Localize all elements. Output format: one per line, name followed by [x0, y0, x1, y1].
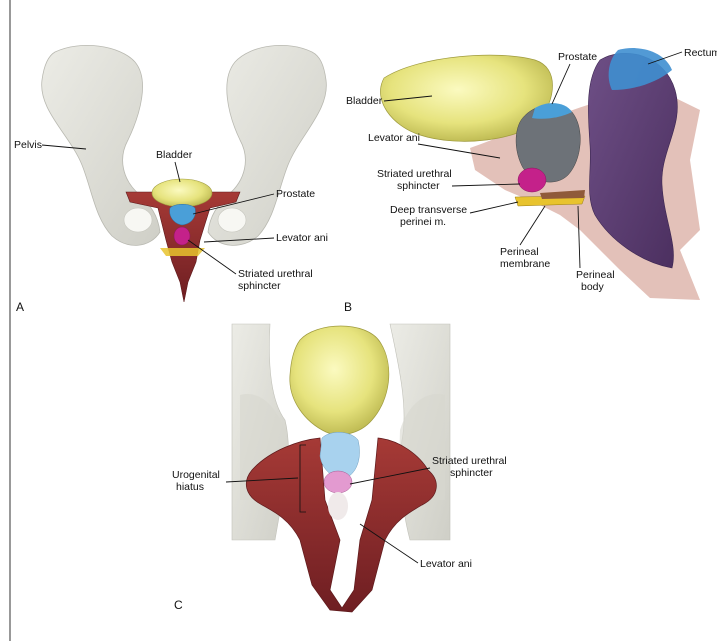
sphincter-a: [174, 227, 190, 245]
label-sphincter-c-1: Striated urethral: [432, 455, 507, 467]
label-pelvis: Pelvis: [14, 139, 42, 151]
panel-letter-a: A: [16, 300, 24, 314]
label-perineal-body-b-2: body: [581, 281, 605, 293]
panel-letter-b: B: [344, 300, 352, 314]
label-rectum-b: Rectum: [684, 47, 717, 59]
label-urogenital-c-1: Urogenital: [172, 469, 220, 481]
label-sphincter-a-1: Striated urethral: [238, 268, 313, 280]
label-deep-transverse-b-1: Deep transverse: [390, 204, 467, 216]
bladder-a: [152, 179, 212, 207]
sphincter-c: [324, 471, 352, 493]
label-membrane-b-1: Perineal: [500, 246, 539, 258]
label-bladder-a: Bladder: [156, 149, 193, 161]
label-sphincter-c-2: sphincter: [450, 467, 493, 479]
bladder-c: [290, 326, 389, 435]
panel-letter-c: C: [174, 598, 183, 612]
sphincter-b: [518, 168, 546, 192]
label-prostate-b: Prostate: [558, 51, 597, 63]
label-urogenital-c-2: hiatus: [176, 481, 204, 493]
label-sphincter-b-1: Striated urethral: [377, 168, 452, 180]
label-perineal-body-b-1: Perineal: [576, 269, 615, 281]
label-sphincter-b-2: sphincter: [397, 180, 440, 192]
label-bladder-b: Bladder: [346, 95, 383, 107]
panel-b: Rectum Prostate Bladder Levator ani Stri…: [344, 47, 717, 314]
label-membrane-b-2: membrane: [500, 258, 550, 270]
label-levator-a: Levator ani: [276, 232, 328, 244]
panel-c: Striated urethral sphincter Urogenital h…: [172, 324, 507, 612]
panel-a: Pelvis Bladder Prostate Levator ani Stri…: [14, 45, 328, 314]
label-sphincter-a-2: sphincter: [238, 280, 281, 292]
label-prostate-a: Prostate: [276, 188, 315, 200]
label-levator-c: Levator ani: [420, 558, 472, 570]
label-levator-b: Levator ani: [368, 132, 420, 144]
label-deep-transverse-b-2: perinei m.: [400, 216, 446, 228]
